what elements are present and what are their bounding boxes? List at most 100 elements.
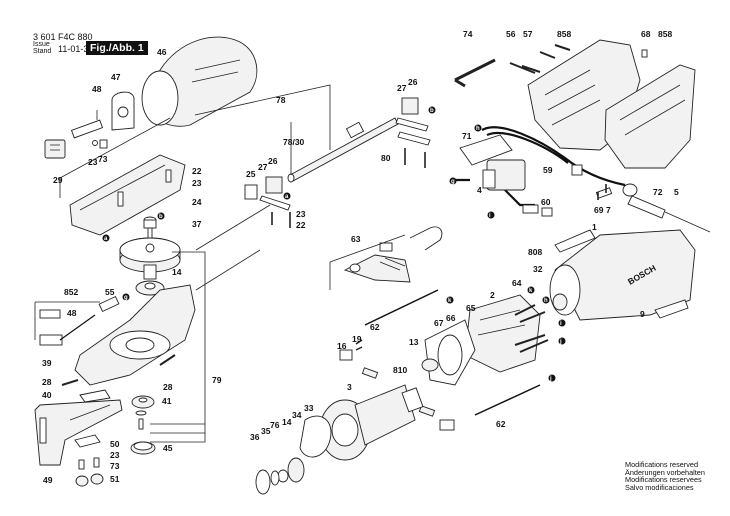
part-69-screws[interactable] xyxy=(597,184,607,200)
part-45-ring[interactable] xyxy=(130,441,156,455)
part-bolt[interactable] xyxy=(138,418,144,430)
callout-65: 65 xyxy=(466,303,476,313)
svg-text:h: h xyxy=(544,298,548,304)
svg-text:j: j xyxy=(549,376,552,382)
callout-45: 45 xyxy=(163,443,173,453)
marker-h-1: h xyxy=(474,124,482,132)
part-67-fan-guide[interactable] xyxy=(424,319,476,386)
svg-text:b: b xyxy=(159,214,163,220)
callout-34: 34 xyxy=(292,410,302,420)
part-3-armature[interactable] xyxy=(319,384,424,461)
part-clamp[interactable] xyxy=(70,119,104,139)
part-37-bolt[interactable] xyxy=(143,216,157,239)
part-36-cap[interactable] xyxy=(255,469,271,495)
part-71-label[interactable] xyxy=(459,134,513,166)
callout-5: 5 xyxy=(674,187,679,197)
part-51-nut-a[interactable] xyxy=(75,475,89,487)
part-22-23-screws[interactable] xyxy=(271,212,291,228)
part-852-assembly[interactable] xyxy=(34,301,100,346)
callout-63: 63 xyxy=(351,234,361,244)
part-49-shoe[interactable] xyxy=(34,399,123,466)
part-74-hex-key[interactable] xyxy=(454,58,496,88)
callout-78-30: 78/30 xyxy=(283,137,305,147)
marker-a-2: a xyxy=(283,192,291,200)
part-24-gear-cover[interactable] xyxy=(69,154,186,236)
part-64-screws[interactable] xyxy=(514,304,549,353)
svg-text:g: g xyxy=(124,295,128,301)
callout-60: 60 xyxy=(541,197,551,207)
callout-26: 26 xyxy=(268,156,278,166)
part-40-plate[interactable] xyxy=(79,389,111,403)
part-23-washer[interactable] xyxy=(92,140,98,146)
callout-57: 57 xyxy=(523,29,533,39)
part-26-block-left[interactable] xyxy=(259,176,291,211)
callout-22: 22 xyxy=(192,166,202,176)
part-41-bearing[interactable] xyxy=(131,395,155,409)
callout-68: 68 xyxy=(641,29,651,39)
part-60-connector[interactable] xyxy=(522,204,553,217)
part-5-cord[interactable] xyxy=(622,183,711,233)
callout-69: 69 xyxy=(594,205,604,215)
modifications-notice: Modifications reserved Änderungen vorbeh… xyxy=(625,461,705,491)
part-16-brush-holder[interactable] xyxy=(339,349,353,361)
stand-label: Stand xyxy=(33,48,52,55)
callout-14: 14 xyxy=(172,267,182,277)
part-14-bearing[interactable] xyxy=(135,264,165,296)
marker-k-1: k xyxy=(446,296,454,304)
svg-text:k: k xyxy=(529,288,533,294)
callout-1: 1 xyxy=(592,222,597,232)
part-62-wire-a[interactable] xyxy=(364,289,439,326)
part-14-bearing-b[interactable] xyxy=(287,457,305,483)
part-29-block[interactable] xyxy=(44,139,66,159)
callout-76: 76 xyxy=(270,420,280,430)
notice-line-de: Änderungen vorbehalten xyxy=(625,467,705,477)
part-9-label[interactable] xyxy=(654,299,689,319)
marker-j-1: j xyxy=(558,337,566,345)
part-62-wire-b[interactable] xyxy=(474,384,541,416)
bracket-79 xyxy=(150,251,206,443)
part-73-screw[interactable] xyxy=(99,139,108,149)
part-55-plug[interactable] xyxy=(98,295,120,313)
part-35-washer[interactable] xyxy=(270,470,280,486)
part-spring[interactable] xyxy=(379,242,393,252)
part-brush-holder-b[interactable] xyxy=(439,419,455,431)
callout-4: 4 xyxy=(477,185,482,195)
part-56-57-screws[interactable] xyxy=(509,44,571,74)
part-858-housing-right[interactable] xyxy=(604,64,696,169)
part-washer[interactable] xyxy=(135,410,147,416)
part-810-brushes[interactable] xyxy=(361,367,436,417)
part-33-baffle[interactable] xyxy=(299,415,332,458)
callout-808: 808 xyxy=(528,247,542,257)
part-13-bearing[interactable] xyxy=(421,358,439,372)
part-73-screw-c[interactable] xyxy=(93,457,100,468)
part-4-switch[interactable] xyxy=(482,159,526,191)
part-gear-wheel[interactable] xyxy=(119,237,181,273)
part-73-screw-b[interactable] xyxy=(78,459,85,470)
callout-27: 27 xyxy=(258,162,268,172)
part-59-grommet[interactable] xyxy=(571,164,583,176)
callout-47: 47 xyxy=(111,72,121,82)
part-76-ring[interactable] xyxy=(277,469,289,483)
part-25-plate[interactable] xyxy=(244,184,258,200)
part-46-front-cover[interactable] xyxy=(141,36,258,127)
part-808-label[interactable] xyxy=(554,229,596,253)
part-78-shaft[interactable] xyxy=(287,117,399,183)
callout-66: 66 xyxy=(446,313,456,323)
part-32-bushing[interactable] xyxy=(552,293,568,311)
part-28-screw-b[interactable] xyxy=(159,354,176,366)
callout-48: 48 xyxy=(92,84,102,94)
part-47-cap[interactable] xyxy=(111,91,135,131)
callout-32: 32 xyxy=(533,264,543,274)
part-68-clip[interactable] xyxy=(641,49,648,58)
part-50-plate[interactable] xyxy=(74,434,101,448)
part-19-screws[interactable] xyxy=(355,339,363,351)
part-26-block-right[interactable] xyxy=(395,97,431,168)
part-spring-wire[interactable] xyxy=(409,226,443,251)
part-2-stator[interactable] xyxy=(464,294,541,373)
part-63-lever[interactable] xyxy=(343,254,411,283)
part-51-nut-b[interactable] xyxy=(90,473,104,485)
callout-26b: 26 xyxy=(408,77,418,87)
part-28-screw-a[interactable] xyxy=(61,379,79,386)
part-39-gear-housing[interactable] xyxy=(74,284,196,386)
callout-67: 67 xyxy=(434,318,444,328)
